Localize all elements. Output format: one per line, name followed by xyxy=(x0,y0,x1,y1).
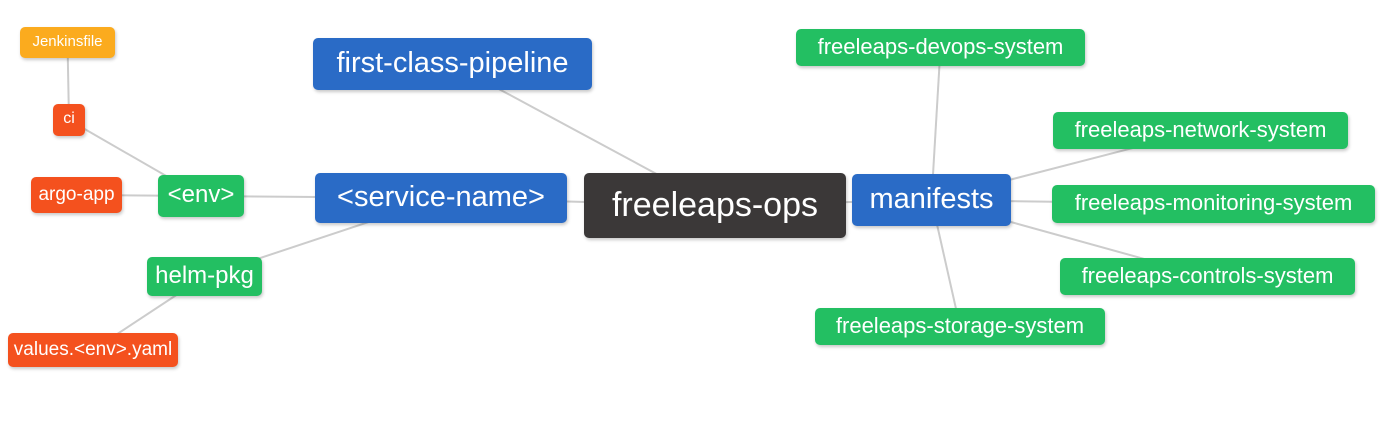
node-label: helm-pkg xyxy=(155,261,254,289)
node-ci[interactable]: ci xyxy=(53,104,85,136)
node-label: ci xyxy=(63,110,75,127)
node-first-class-pipeline[interactable]: first-class-pipeline xyxy=(313,38,592,90)
node-jenkinsfile[interactable]: Jenkinsfile xyxy=(20,27,115,58)
node-label: values.<env>.yaml xyxy=(13,338,173,360)
node-label: freeleaps-monitoring-system xyxy=(1074,190,1353,215)
node-freeleaps-ops[interactable]: freeleaps-ops xyxy=(584,173,846,238)
node-freeleaps-network-system[interactable]: freeleaps-network-system xyxy=(1053,112,1348,149)
node-values-env-yaml[interactable]: values.<env>.yaml xyxy=(8,333,178,367)
node-label: freeleaps-storage-system xyxy=(835,312,1085,338)
node-label: freeleaps-devops-system xyxy=(817,33,1064,59)
node-service-name[interactable]: <service-name> xyxy=(315,173,567,223)
node-freeleaps-monitoring-system[interactable]: freeleaps-monitoring-system xyxy=(1052,185,1375,223)
node-freeleaps-controls-system[interactable]: freeleaps-controls-system xyxy=(1060,258,1355,295)
node-label: <env> xyxy=(167,181,235,208)
node-label: freeleaps-controls-system xyxy=(1081,262,1334,288)
node-manifests[interactable]: manifests xyxy=(852,174,1011,226)
node-argo-app[interactable]: argo-app xyxy=(31,177,122,213)
node-label: first-class-pipeline xyxy=(336,46,569,79)
node-label: freeleaps-ops xyxy=(611,185,818,224)
node-label: <service-name> xyxy=(337,180,545,213)
node-freeleaps-devops-system[interactable]: freeleaps-devops-system xyxy=(796,29,1085,66)
node-helm-pkg[interactable]: helm-pkg xyxy=(147,257,262,296)
node-freeleaps-storage-system[interactable]: freeleaps-storage-system xyxy=(815,308,1105,345)
node-label: argo-app xyxy=(38,183,115,205)
node-label: Jenkinsfile xyxy=(32,33,103,50)
node-label: manifests xyxy=(869,182,994,215)
node-env[interactable]: <env> xyxy=(158,175,244,217)
node-label: freeleaps-network-system xyxy=(1074,116,1327,142)
